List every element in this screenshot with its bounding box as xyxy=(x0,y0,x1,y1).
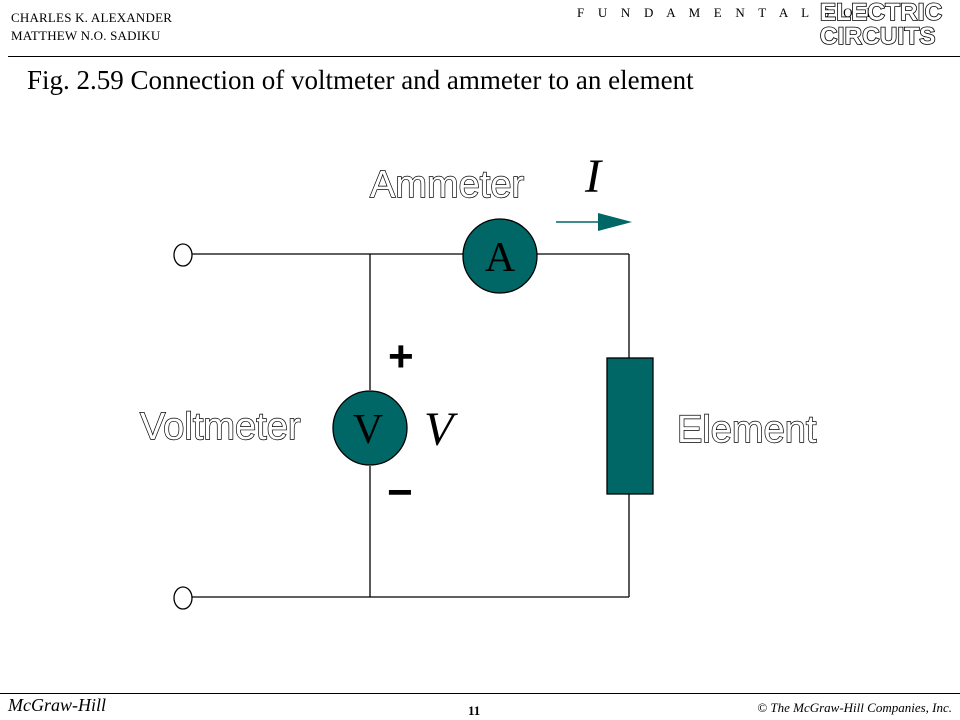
ammeter-circle xyxy=(462,218,538,294)
header-divider xyxy=(8,56,960,57)
top-terminal[interactable] xyxy=(173,243,193,267)
voltmeter-label: Voltmeter xyxy=(140,406,301,448)
current-symbol: I xyxy=(584,150,603,203)
figure-title: Fig. 2.59 Connection of voltmeter and am… xyxy=(27,65,694,95)
current-arrow-head xyxy=(598,213,632,231)
brand-line-2: CIRCUITS xyxy=(819,23,936,50)
authors-block: CHARLES K. ALEXANDER MATTHEW N.O. SADIKU xyxy=(11,9,172,45)
brand-logo: ELECTRIC CIRCUITS xyxy=(819,0,943,50)
brand-line-1: ELECTRIC xyxy=(819,0,943,26)
voltage-symbol: V xyxy=(424,403,458,456)
circuit-wires xyxy=(191,253,630,598)
ammeter-label: Ammeter xyxy=(370,164,524,206)
minus-sign: − xyxy=(387,468,413,517)
bottom-terminal[interactable] xyxy=(173,586,193,610)
voltmeter-symbol: V xyxy=(353,407,383,453)
element-box xyxy=(606,357,654,495)
publisher-name: McGraw-Hill xyxy=(8,695,106,715)
element-label: Element xyxy=(677,409,817,451)
voltmeter-circle xyxy=(332,390,408,466)
plus-sign: + xyxy=(388,332,414,381)
ammeter-symbol: A xyxy=(485,235,516,281)
page-number: 11 xyxy=(468,703,481,718)
copyright-notice: © The McGraw-Hill Companies, Inc. xyxy=(757,700,952,715)
footer-divider xyxy=(0,693,960,694)
author-2: MATTHEW N.O. SADIKU xyxy=(11,28,161,43)
author-1: CHARLES K. ALEXANDER xyxy=(11,10,173,25)
series-prefix: F U N D A M E N T A L S O F xyxy=(577,5,879,20)
